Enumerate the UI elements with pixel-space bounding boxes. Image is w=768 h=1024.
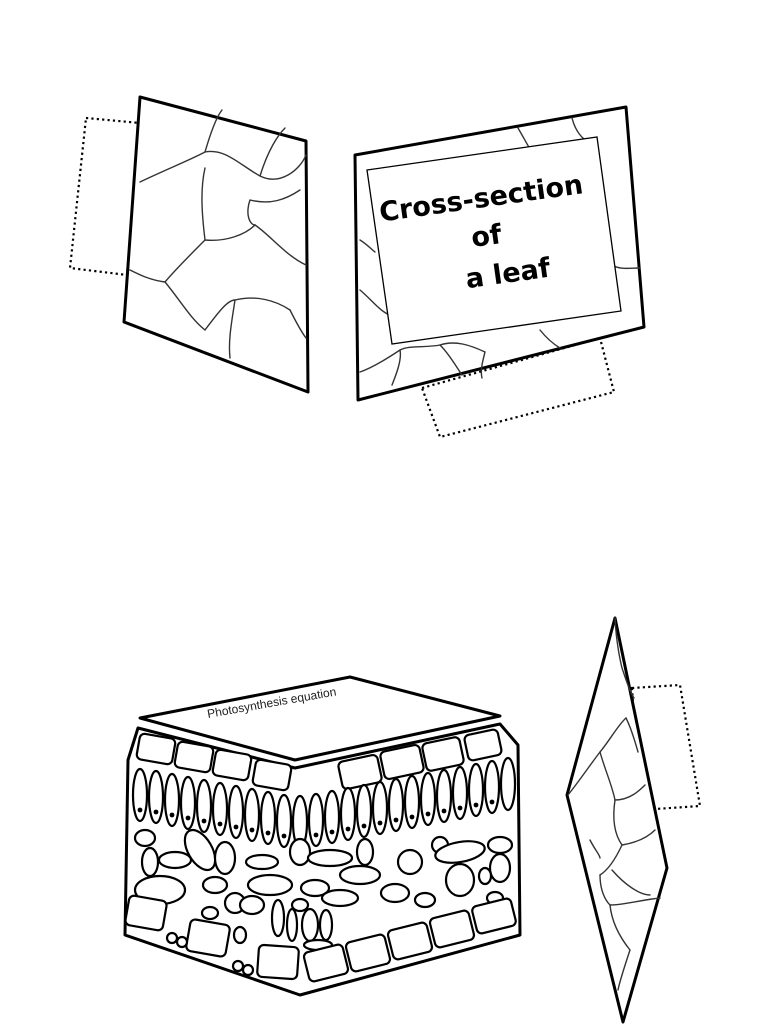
right-panel-glue-tab <box>420 336 616 439</box>
spongy-mesophyll <box>133 828 514 952</box>
right-leaf-panel: Cross-section of a leaf <box>353 105 646 439</box>
upper-epidermis <box>135 728 503 792</box>
lower-epidermis <box>124 894 517 983</box>
diamond-leaf-panel <box>565 616 702 1024</box>
leaf-cross-section-block: Photosynthesis equation <box>123 675 522 997</box>
left-panel-veins <box>129 109 307 359</box>
diamond-panel-outline <box>565 616 669 1024</box>
diamond-panel-veins <box>567 617 661 991</box>
title-line-2: of <box>469 219 504 254</box>
left-panel-outline <box>122 95 310 394</box>
title-card <box>366 136 622 345</box>
block-top-face <box>138 675 502 762</box>
left-leaf-panel <box>68 95 310 394</box>
palisade-layer <box>131 756 517 850</box>
